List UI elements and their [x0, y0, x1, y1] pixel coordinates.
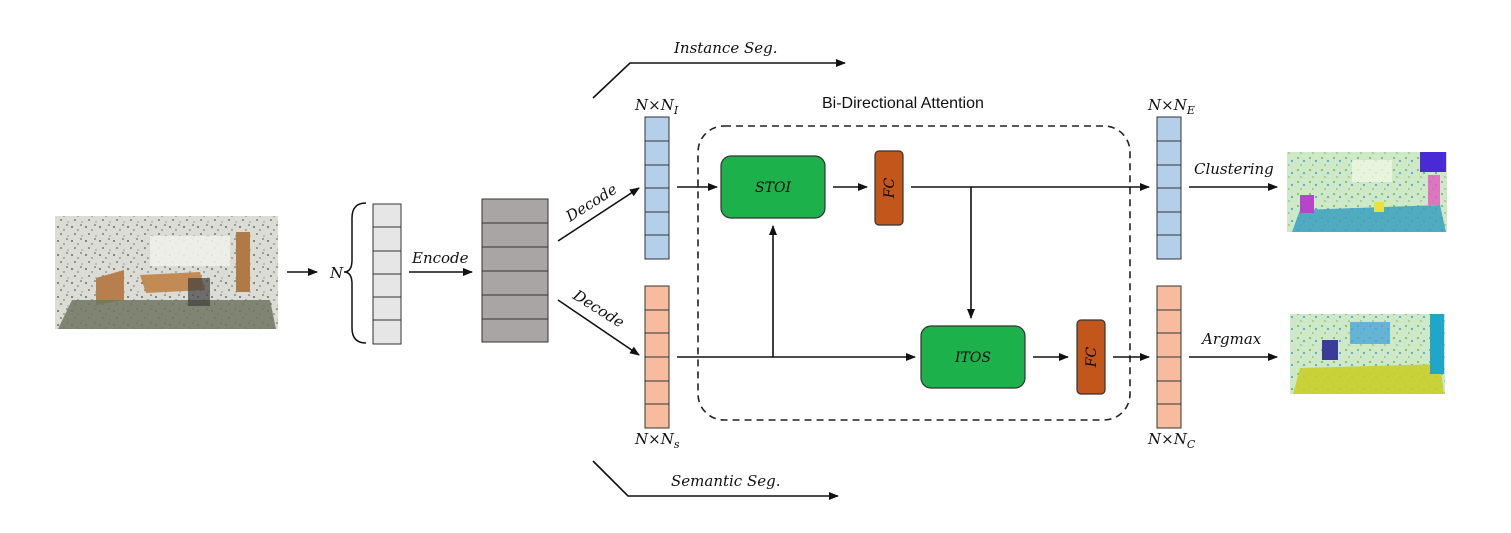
arrow-decode-top — [557, 187, 640, 242]
n-label: N — [329, 264, 344, 282]
input-point-cloud — [55, 216, 278, 329]
fc-top-block — [874, 150, 904, 226]
instance-feature-column — [644, 116, 670, 260]
itos-block — [920, 325, 1026, 389]
dim-nc-label: N×NC — [1147, 430, 1196, 451]
clustering-label: Clustering — [1194, 160, 1274, 178]
arrow-decode-bottom — [557, 299, 640, 356]
bi-attention-label: Bi-Directional Attention — [822, 95, 984, 112]
stoi-label: STOI — [755, 180, 791, 196]
argmax-label: Argmax — [1200, 330, 1262, 348]
instance-output-cloud — [1287, 152, 1447, 232]
embedding-feature-column — [1156, 116, 1182, 260]
dim-ns-label: N×Ns — [634, 430, 680, 451]
bi-attention-box — [697, 125, 1131, 421]
semantic-seg-arrow — [592, 460, 839, 500]
dim-ne-label: N×NE — [1147, 96, 1195, 117]
stoi-block — [720, 155, 826, 219]
class-feature-column — [1156, 285, 1182, 429]
fc-bottom-block — [1076, 319, 1106, 395]
encoded-feature-block — [481, 198, 549, 343]
instance-seg-arrow — [592, 59, 846, 99]
decode-bottom-label: Decode — [569, 286, 628, 332]
semantic-seg-label: Semantic Seg. — [671, 472, 781, 490]
fc-top-label: FC — [882, 178, 898, 200]
semantic-output-cloud — [1290, 314, 1445, 394]
encode-label: Encode — [411, 249, 469, 267]
input-feature-column — [372, 203, 402, 345]
dim-ni-label: N×NI — [634, 96, 679, 117]
fc-bottom-label: FC — [1084, 347, 1100, 369]
brace-icon — [343, 202, 367, 344]
semantic-feature-column — [644, 285, 670, 429]
itos-label: ITOS — [954, 350, 991, 366]
instance-seg-label: Instance Seg. — [673, 39, 777, 57]
